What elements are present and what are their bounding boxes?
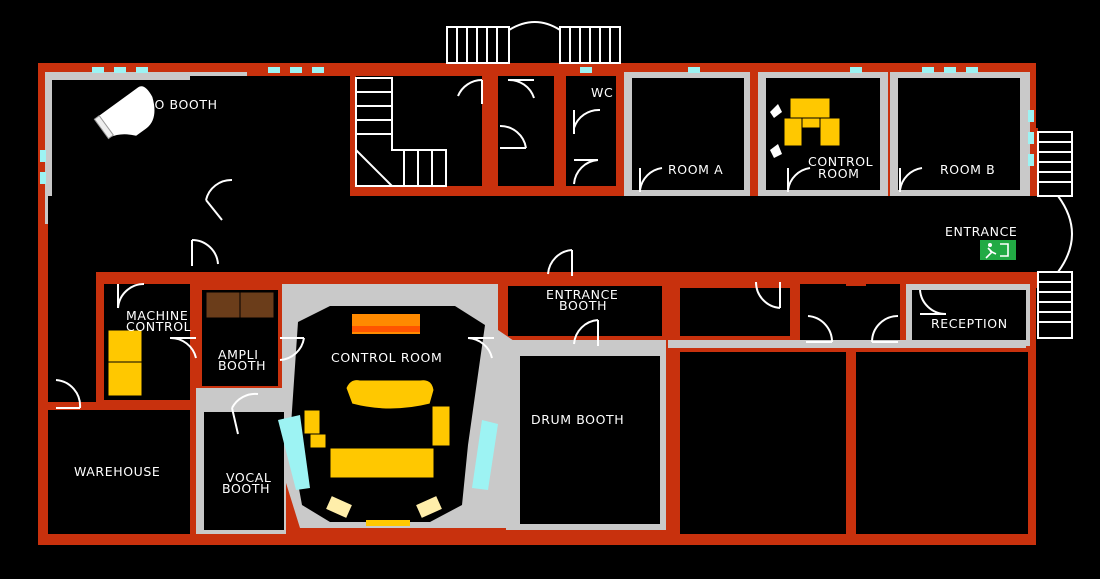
doors xyxy=(55,78,947,435)
label-room-b: ROOM B xyxy=(940,162,995,177)
label-reception: RECEPTION xyxy=(931,316,1008,331)
furniture xyxy=(107,97,841,526)
label-warehouse: WAREHOUSE xyxy=(74,464,160,479)
label-control-room-top-2: ROOM xyxy=(818,166,860,181)
label-control-room: CONTROL ROOM xyxy=(331,350,442,365)
label-control-room-top-1: CONTROL xyxy=(808,154,873,169)
emergency-exit-icon xyxy=(980,240,1016,260)
label-machine-control-1: MACHINE xyxy=(126,308,188,323)
grand-piano-icon xyxy=(93,86,155,140)
label-vocal-booth-1: VOCAL xyxy=(226,470,271,485)
label-room-a: ROOM A xyxy=(668,162,723,177)
label-machine-control-2: CONTROL xyxy=(126,319,191,334)
label-ampli-booth-1: AMPLI xyxy=(218,347,259,362)
stairs xyxy=(355,21,1073,339)
label-entrance-booth-2: BOOTH xyxy=(559,298,607,313)
room-labels: PIANO BOOTH WC ROOM A CONTROL ROOM ROOM … xyxy=(74,85,1017,496)
label-piano-booth: PIANO BOOTH xyxy=(123,97,218,112)
label-entrance: ENTRANCE xyxy=(945,224,1017,239)
label-drum-booth: DRUM BOOTH xyxy=(531,412,624,427)
label-ampli-booth-2: BOOTH xyxy=(218,358,266,373)
label-vocal-booth-2: BOOTH xyxy=(222,481,270,496)
label-entrance-booth-1: ENTRANCE xyxy=(546,287,618,302)
label-wc: WC xyxy=(591,85,613,100)
windows xyxy=(40,67,1034,490)
